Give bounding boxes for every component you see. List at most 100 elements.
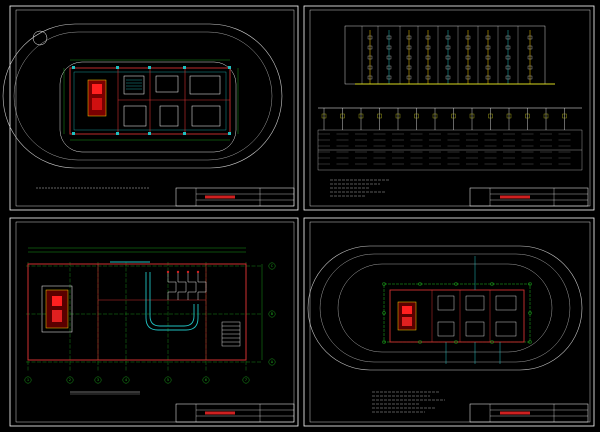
breaker-symbol [465,45,471,50]
breaker-symbol [505,75,511,80]
branch-circuit [177,272,187,300]
breaker-symbol [445,65,451,70]
grid-column-label: 6 [205,378,207,382]
breaker-symbol [505,55,511,60]
breaker-symbol [505,35,511,40]
breaker-symbol [367,45,373,50]
branch-circuit [167,272,177,300]
branch-circuits [166,270,207,300]
breaker-symbol [465,75,471,80]
breaker-symbol [386,55,392,60]
title-block-one-line [469,187,589,207]
breaker-symbol [406,55,412,60]
breaker-symbol [527,45,533,50]
title-block-site-plan [175,187,295,207]
breaker-symbol [527,75,533,80]
breaker-symbol [465,65,471,70]
breaker-symbol [485,65,491,70]
breaker-symbol [465,35,471,40]
grid-bubble-column [122,376,130,384]
breaker-symbol [445,35,451,40]
breaker-symbol [414,113,419,119]
grid-column-label: 7 [245,378,247,382]
breaker-symbol [485,75,491,80]
grid-axis-bubbles: 1 2 3 4 5 6 7 C B A [24,262,276,384]
breaker-symbol [485,35,491,40]
grid-column-label: 2 [69,378,71,382]
breaker-symbol [451,113,456,119]
luminaire-icon [166,270,170,274]
breaker-symbol [386,45,392,50]
breaker-symbol [485,45,491,50]
breaker-symbol [505,45,511,50]
grid-row-label: B [271,312,273,316]
breaker-symbol [386,75,392,80]
breaker-symbol [506,113,512,119]
cable-tray [110,261,199,331]
sheet-one-line-diagram[interactable] [303,5,595,211]
breaker-symbol [377,113,382,119]
breaker-symbol [527,55,533,60]
breaker-symbol [543,113,549,119]
title-block-floor-plan [175,403,295,423]
grid-column-label: 4 [125,378,127,382]
upper-feeders [367,30,533,84]
breaker-symbol [432,113,438,119]
grid-row-label: C [271,264,273,268]
breaker-symbol [340,113,345,119]
grid-bubble-column [202,376,210,384]
luminaire-icon [186,270,190,274]
breaker-symbol [406,35,412,40]
branch-circuit [187,272,197,300]
luminaire-icon [196,270,200,274]
grid-bubble-column [66,376,74,384]
lower-feeders [318,108,571,165]
breaker-symbol [445,75,451,80]
breaker-symbol [367,65,373,70]
grid-column-label: 3 [97,378,99,382]
breaker-symbol [425,65,431,70]
grid-bubble-column [94,376,102,384]
north-arrow-icon [32,30,48,46]
sheet-floor-plan[interactable]: 1 2 3 4 5 6 7 C B A [9,217,299,427]
luminaire-icon [176,270,180,274]
branch-circuit [197,272,207,300]
breaker-symbol [406,65,412,70]
grid-row-label: A [271,360,273,364]
breaker-symbol [367,75,373,80]
breaker-symbol [367,55,373,60]
breaker-symbol [485,55,491,60]
breaker-symbol [488,113,493,119]
breaker-symbol [425,55,431,60]
breaker-symbol [367,35,373,40]
title-block-grounding [469,403,589,423]
grid-bubble-column [164,376,172,384]
grid-bubble-row [268,310,276,318]
breaker-symbol [527,35,533,40]
breaker-symbol [321,113,327,119]
breaker-symbol [465,55,471,60]
sheet-site-plan[interactable] [2,5,299,211]
breaker-symbol [386,35,392,40]
grid-bubble-column [242,376,250,384]
sheet-grounding-plan[interactable] [303,217,595,427]
grid-column-label: 1 [27,378,29,382]
grid-column-label: 5 [167,378,169,382]
breaker-symbol [406,75,412,80]
breaker-symbol [469,113,475,119]
breaker-symbol [406,45,412,50]
breaker-symbol [425,35,431,40]
breaker-symbol [527,65,533,70]
grid-bubble-row [268,262,276,270]
breaker-symbol [386,65,392,70]
breaker-symbol [425,45,431,50]
breaker-symbol [445,55,451,60]
breaker-symbol [425,75,431,80]
breaker-symbol [562,113,567,119]
breaker-symbol [525,113,530,119]
breaker-symbol [445,45,451,50]
grid-bubble-row [268,358,276,366]
breaker-symbol [358,113,364,119]
ground-rods [382,282,532,344]
